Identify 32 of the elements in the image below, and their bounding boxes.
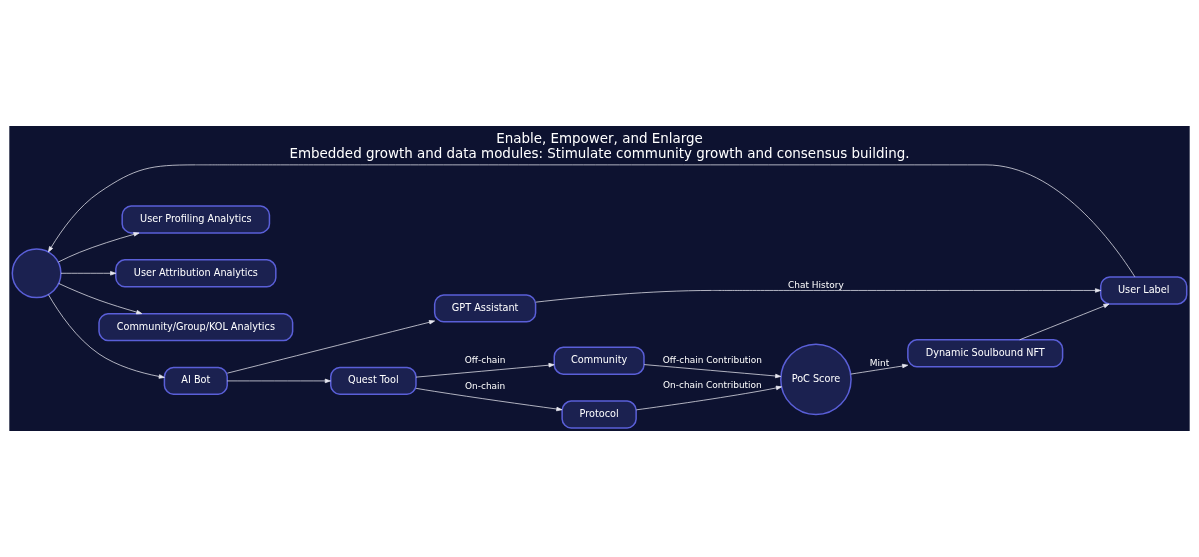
- node-box: Protocol: [561, 400, 637, 429]
- arrow: [48, 164, 1136, 278]
- arrow: [643, 364, 782, 379]
- arrow: [58, 283, 143, 315]
- node-circle: PoC Score: [780, 343, 852, 416]
- edge-label: Off-chain Contribution: [662, 355, 763, 366]
- node-box: User Attribution Analytics: [115, 259, 277, 288]
- arrow: [850, 363, 909, 375]
- node-box: User Label: [1100, 276, 1188, 305]
- node-box: GPT Assistant: [433, 294, 537, 323]
- node-box: Community: [553, 346, 645, 375]
- arrow: [227, 320, 435, 374]
- node-box: AI Bot: [163, 366, 228, 396]
- node-box: Dynamic Soulbound NFT: [907, 339, 1064, 368]
- edge-label: On-chain Contribution: [662, 380, 762, 391]
- edge-label: Mint: [869, 357, 890, 368]
- arrow: [60, 271, 117, 276]
- caption: Embedded growth and data modules: Stimulate community growth and consensus building.: [289, 145, 910, 161]
- arrow: [226, 378, 331, 384]
- arrow: [535, 288, 1102, 303]
- node-box: User Profiling Analytics: [121, 205, 271, 234]
- arrow: [1019, 303, 1110, 341]
- arrow: [48, 294, 165, 379]
- arrow: [415, 387, 563, 412]
- edge-label: Chat History: [788, 279, 844, 290]
- arrow: [415, 362, 555, 378]
- node-box: Quest Tool: [330, 366, 417, 396]
- edge-label: On-chain: [464, 380, 506, 391]
- arrow: [57, 232, 140, 263]
- diagram-title: Enable, Empower, and Enlarge: [496, 130, 703, 146]
- arrow: [636, 385, 782, 411]
- edge-label: Off-chain: [464, 355, 506, 366]
